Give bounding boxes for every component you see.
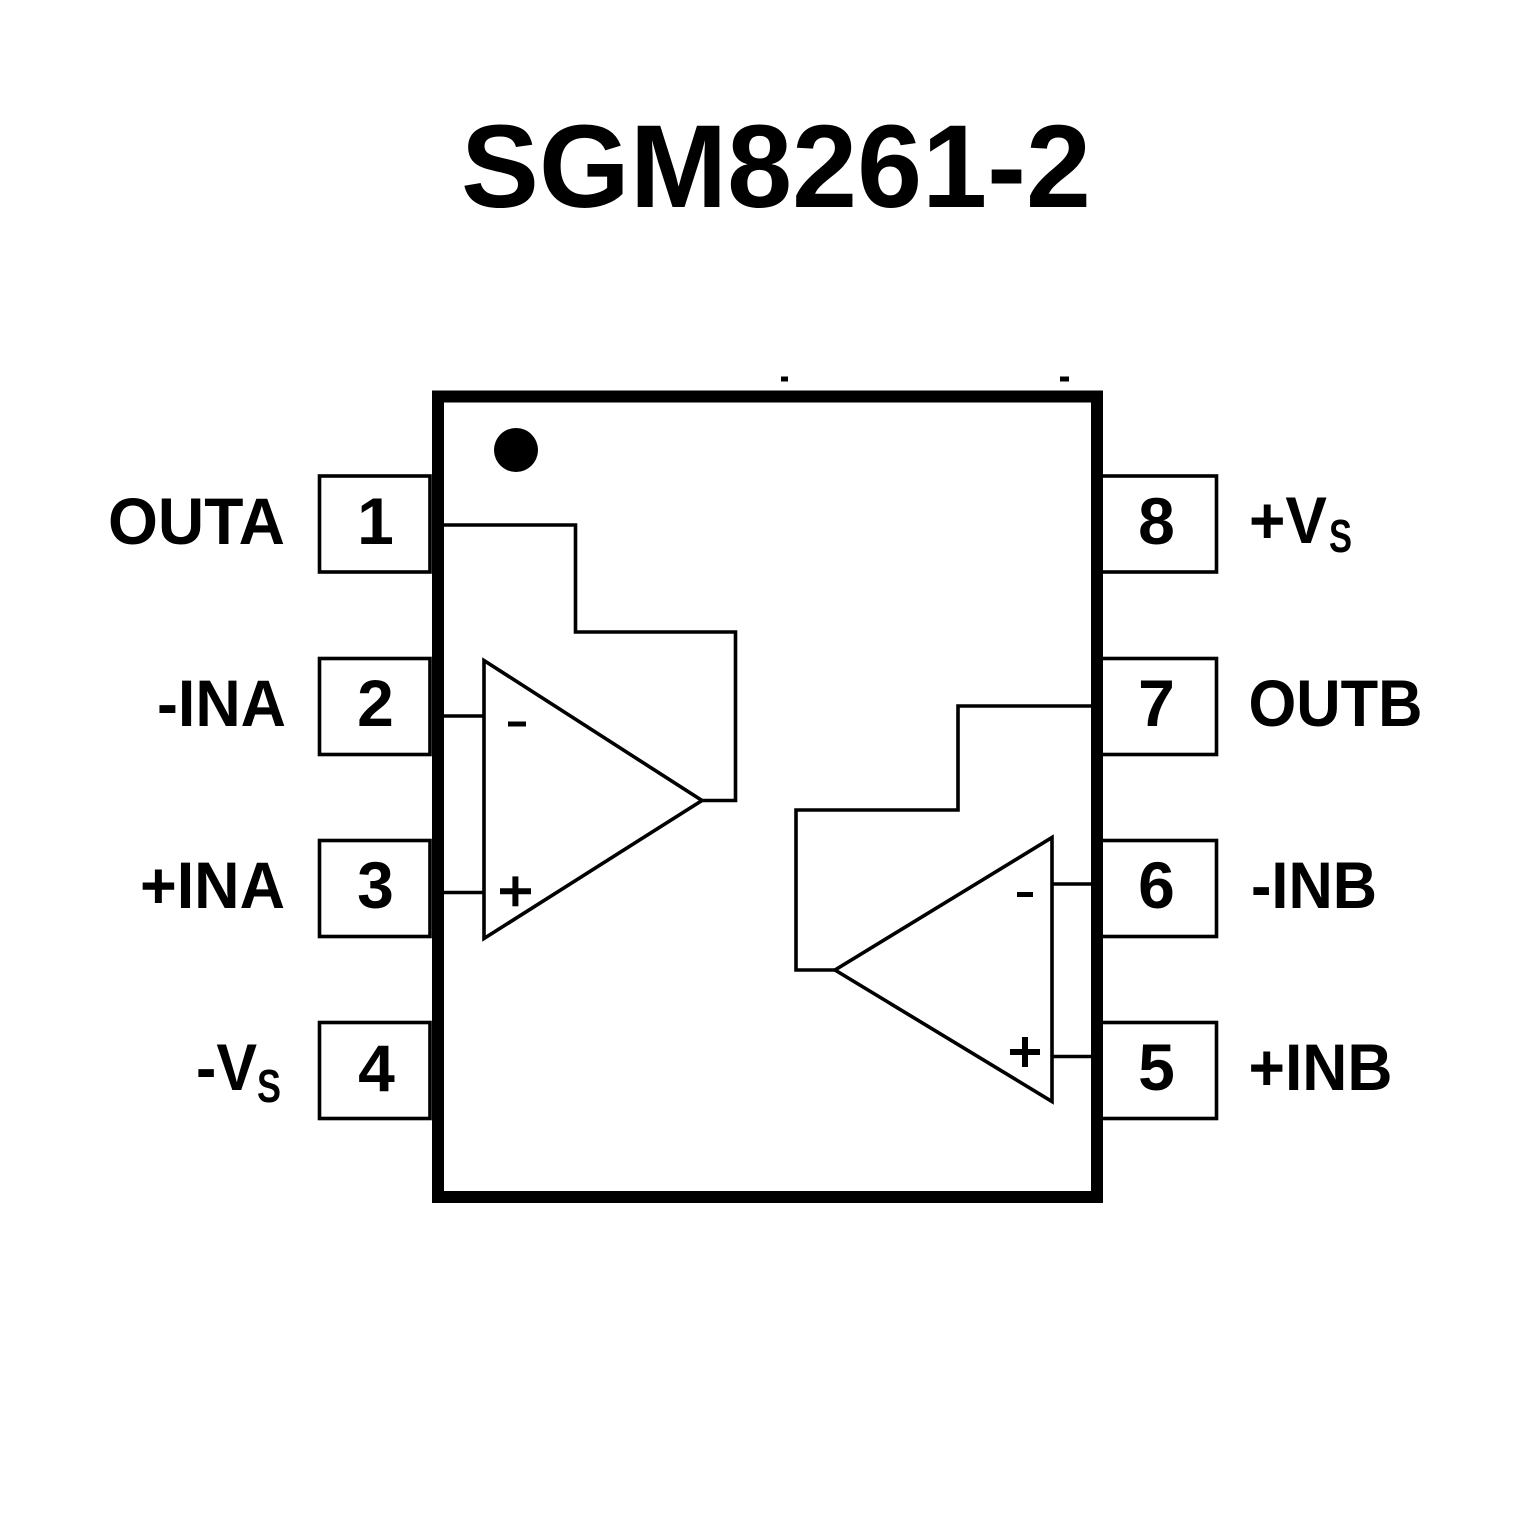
svg-text:5: 5 — [1138, 1030, 1175, 1104]
svg-text:3: 3 — [357, 848, 394, 922]
svg-text:1: 1 — [357, 484, 394, 558]
svg-text:4: 4 — [358, 1031, 395, 1105]
svg-text:+INA: +INA — [140, 848, 285, 922]
svg-text:OUTB: OUTB — [1249, 666, 1423, 740]
svg-text:S: S — [1329, 510, 1352, 562]
svg-text:8: 8 — [1138, 484, 1175, 558]
svg-text:-INB: -INB — [1251, 848, 1377, 922]
svg-text:+INB: +INB — [1249, 1030, 1393, 1104]
svg-text:-INA: -INA — [157, 666, 286, 740]
svg-text:7: 7 — [1138, 666, 1175, 740]
svg-text:2: 2 — [357, 666, 394, 740]
svg-text:SGM8261-2: SGM8261-2 — [461, 101, 1091, 233]
svg-text:6: 6 — [1138, 848, 1175, 922]
svg-text:+V: +V — [1249, 483, 1327, 557]
svg-text:-V: -V — [196, 1030, 257, 1104]
svg-text:OUTA: OUTA — [108, 484, 285, 558]
svg-text:S: S — [257, 1060, 281, 1112]
